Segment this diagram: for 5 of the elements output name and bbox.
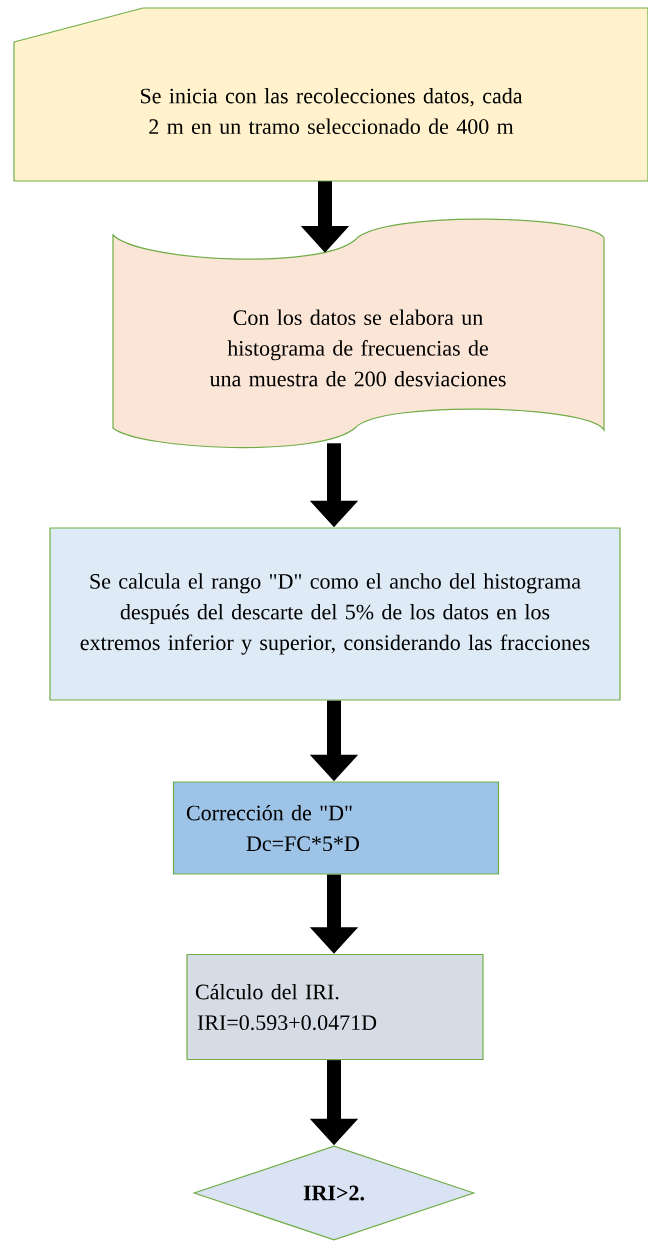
process-box: Cálculo del IRI. IRI=0.593+0.0471D xyxy=(186,953,484,1061)
manual-input-box: Se inicia con las recolecciones datos, cada 2 m en un tramo seleccionado de 400 m xyxy=(13,7,648,182)
process-box: Corrección de "D" Dc=FC*5*D xyxy=(172,781,500,875)
process-box: Se calcula el rango "D" como el ancho del histograma después del descarte del 5% de los datos en los extremos inferior y superior, considerando las fracciones xyxy=(49,527,621,701)
punched-tape-box: Con los datos se elabora un histograma de frecuencias de una muestra de 200 desviaciones xyxy=(112,218,605,449)
